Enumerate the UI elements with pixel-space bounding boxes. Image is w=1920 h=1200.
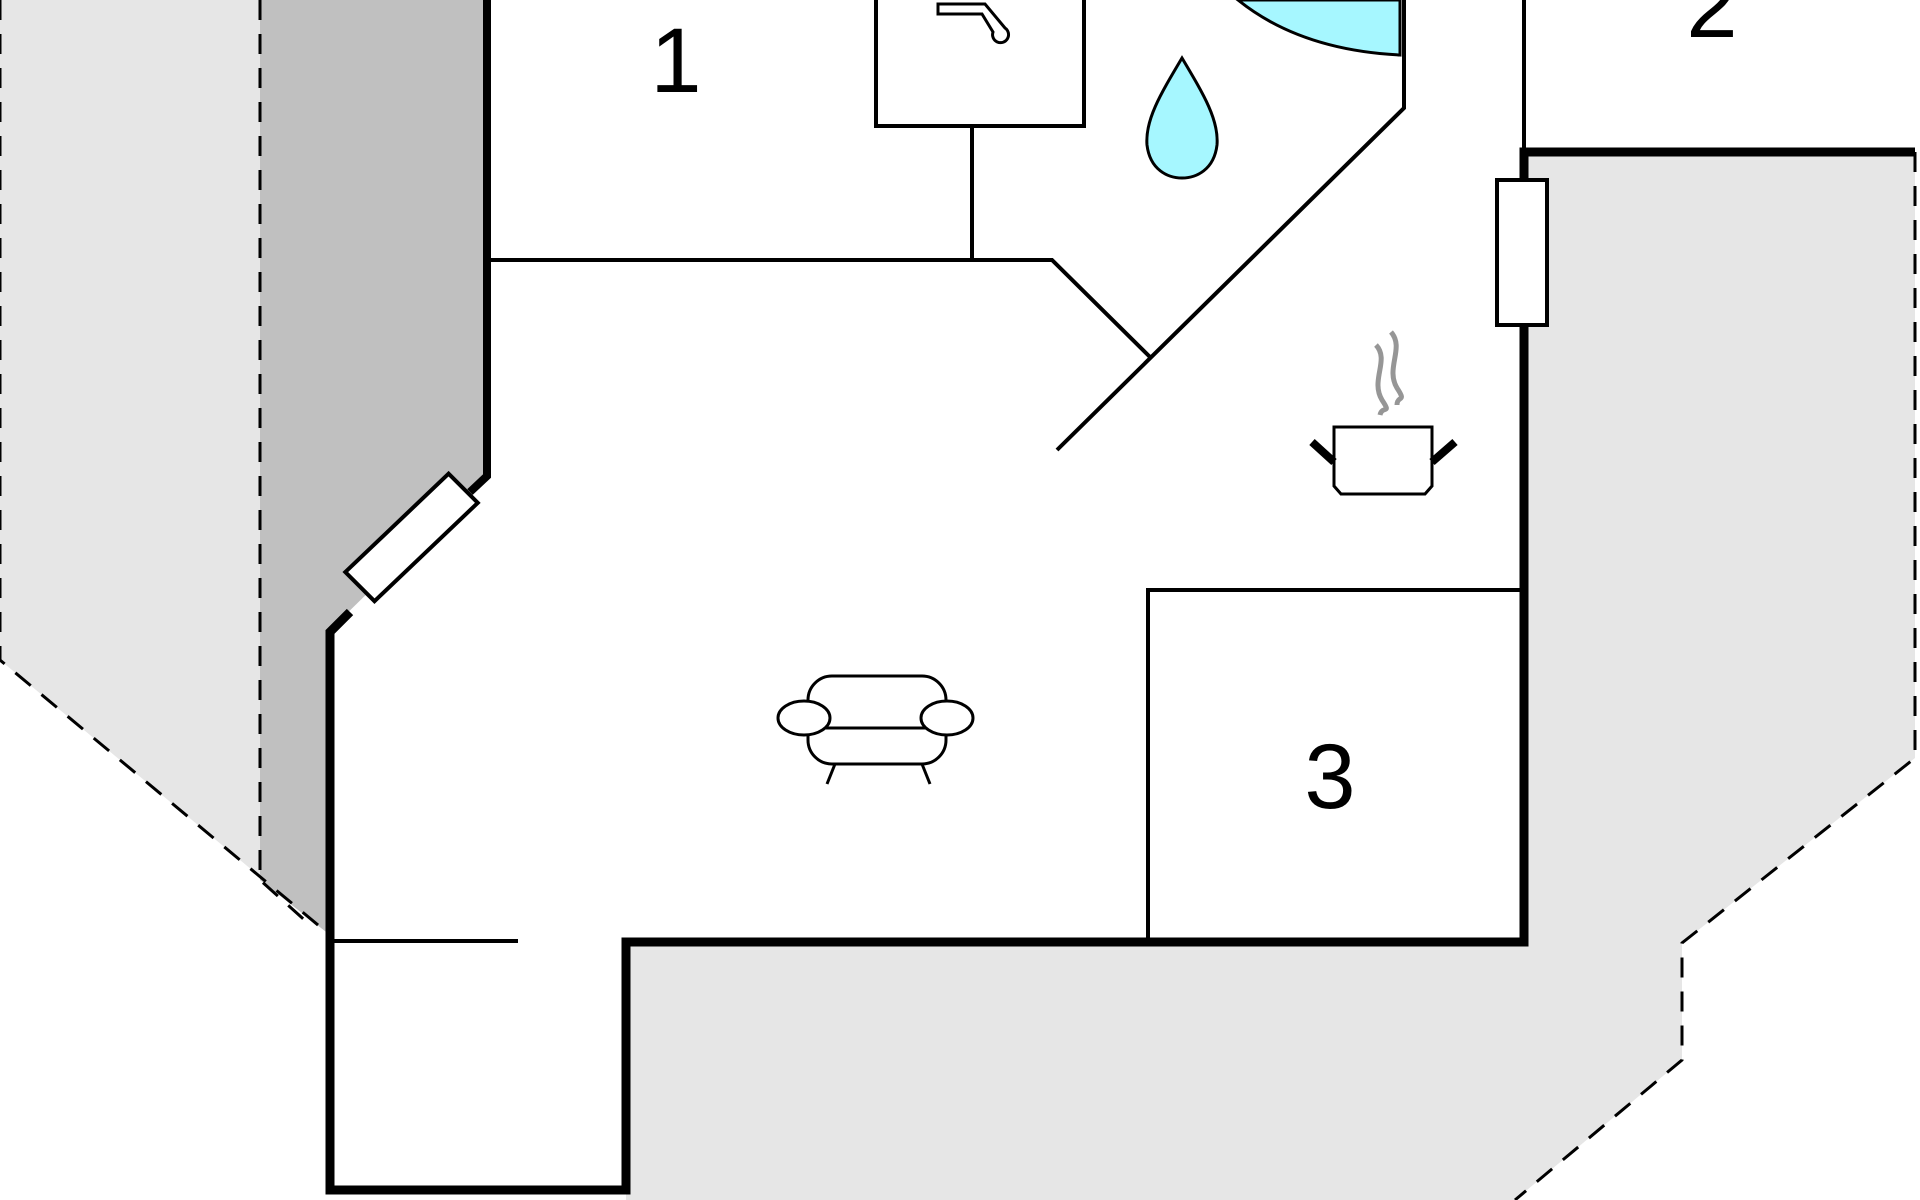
wall-bath-diagonal xyxy=(1055,0,1406,452)
room-3-number: 3 xyxy=(1304,726,1355,828)
shower-basin xyxy=(1235,0,1402,57)
room-1-number: 1 xyxy=(650,10,701,112)
wall-bath-top xyxy=(487,258,1152,359)
room-2-number: 2 xyxy=(1686,0,1737,57)
cooking-pot-icon xyxy=(1309,330,1458,496)
terrace-right-area xyxy=(626,152,1915,1200)
terrace-right-dashed-outline xyxy=(1514,152,1917,1200)
steam-right xyxy=(1388,330,1404,406)
steam-left xyxy=(1373,343,1389,416)
terrace-left-inner xyxy=(260,0,488,935)
sofa-icon xyxy=(776,674,975,785)
terrace-right xyxy=(626,152,1917,1200)
terrace-left-outer xyxy=(0,0,330,935)
wall-left-upper xyxy=(467,0,491,495)
wall-room3 xyxy=(1146,588,1520,942)
window-icon xyxy=(342,470,481,604)
water-drop-icon xyxy=(1145,55,1219,180)
toilet-icon xyxy=(936,2,1010,45)
toilet-box xyxy=(874,0,1086,128)
terrace-left xyxy=(0,0,488,937)
window-right xyxy=(1495,178,1549,327)
terrace-left-dashed-inner xyxy=(258,0,312,927)
